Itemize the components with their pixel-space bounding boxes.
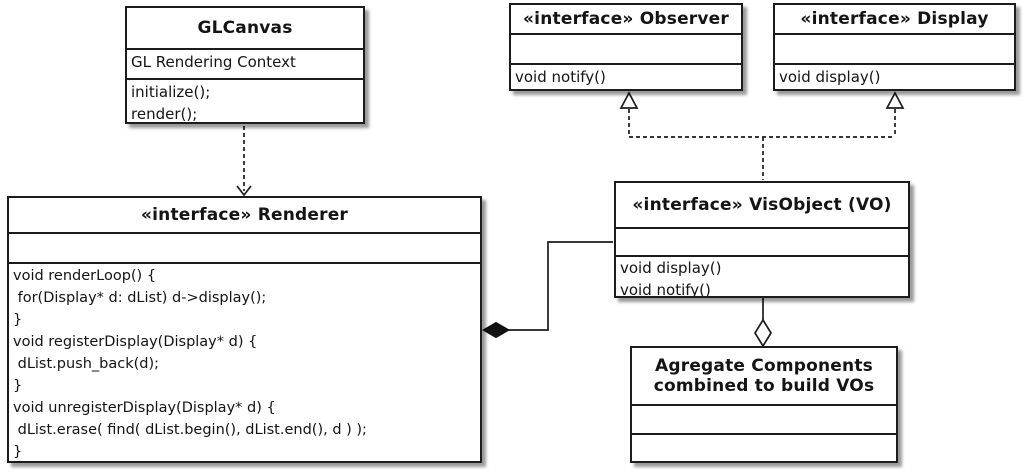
class-box-visobject: «interface» VisObject (VO) void display(… [614, 181, 910, 298]
class-box-renderer: «interface» Renderer void renderLoop() {… [7, 196, 482, 463]
visobject-title: «interface» VisObject (VO) [632, 194, 892, 215]
visobject-methods-section: void display() void notify() [616, 255, 908, 296]
class-box-glcanvas: GLCanvas GL Rendering Context initialize… [125, 6, 365, 124]
display-title: «interface» Display [800, 8, 989, 29]
dependency-arrow-glcanvas-renderer [236, 126, 252, 197]
method-line: void display() [779, 68, 881, 86]
method-line: dList.push_back(d); [13, 356, 160, 372]
renderer-title: «interface» Renderer [140, 204, 349, 225]
class-box-display: «interface» Display void display() [773, 3, 1016, 91]
aggregate-attributes-section [632, 404, 896, 433]
class-box-aggregate-components: Agregate Components combined to build VO… [630, 346, 898, 463]
method-line: } [13, 444, 23, 460]
aggregate-title-line1: Agregate Components [655, 355, 873, 376]
renderer-methods-section: void renderLoop() { for(Display* d: dLis… [9, 262, 480, 461]
glcanvas-title: GLCanvas [197, 17, 293, 38]
method-line: void notify() [620, 281, 711, 296]
method-line: void display() [620, 259, 722, 277]
observer-title: «interface» Observer [523, 8, 729, 29]
display-attributes-section [775, 33, 1014, 63]
method-line: void notify() [515, 68, 606, 86]
renderer-attributes-section [9, 232, 480, 262]
method-line: render(); [131, 105, 198, 122]
glcanvas-attribute: GL Rendering Context [131, 53, 296, 71]
method-line: void registerDisplay(Display* d) { [13, 334, 258, 350]
aggregate-methods-section [632, 433, 896, 461]
method-line: } [13, 378, 23, 394]
hollow-triangle-display [885, 91, 905, 109]
aggregation-line-visobject-aggregate [754, 297, 772, 348]
visobject-attributes-section [616, 227, 908, 255]
class-box-observer: «interface» Observer void notify() [509, 3, 743, 91]
method-line: dList.erase( find( dList.begin(), dList.… [13, 422, 367, 438]
observer-methods-section: void notify() [511, 63, 741, 89]
composition-line-renderer-visobject [481, 241, 613, 339]
method-line: } [13, 312, 23, 328]
method-line: for(Display* d: dList) d->display(); [13, 290, 267, 306]
glcanvas-methods-section: initialize(); render(); [127, 78, 363, 122]
hollow-diamond [754, 318, 772, 348]
aggregate-title-line2: combined to build VOs [653, 376, 875, 396]
aggregate-title: Agregate Components combined to build VO… [632, 348, 896, 404]
observer-attributes-section [511, 33, 741, 63]
realization-lines-visobject [619, 91, 905, 180]
method-line: initialize(); [131, 83, 211, 101]
filled-diamond [481, 321, 511, 339]
hollow-triangle-observer [619, 91, 639, 109]
method-line: void unregisterDisplay(Display* d) { [13, 400, 276, 416]
display-methods-section: void display() [775, 63, 1014, 89]
method-line: void renderLoop() { [13, 268, 157, 284]
glcanvas-attributes-section: GL Rendering Context [127, 48, 363, 78]
